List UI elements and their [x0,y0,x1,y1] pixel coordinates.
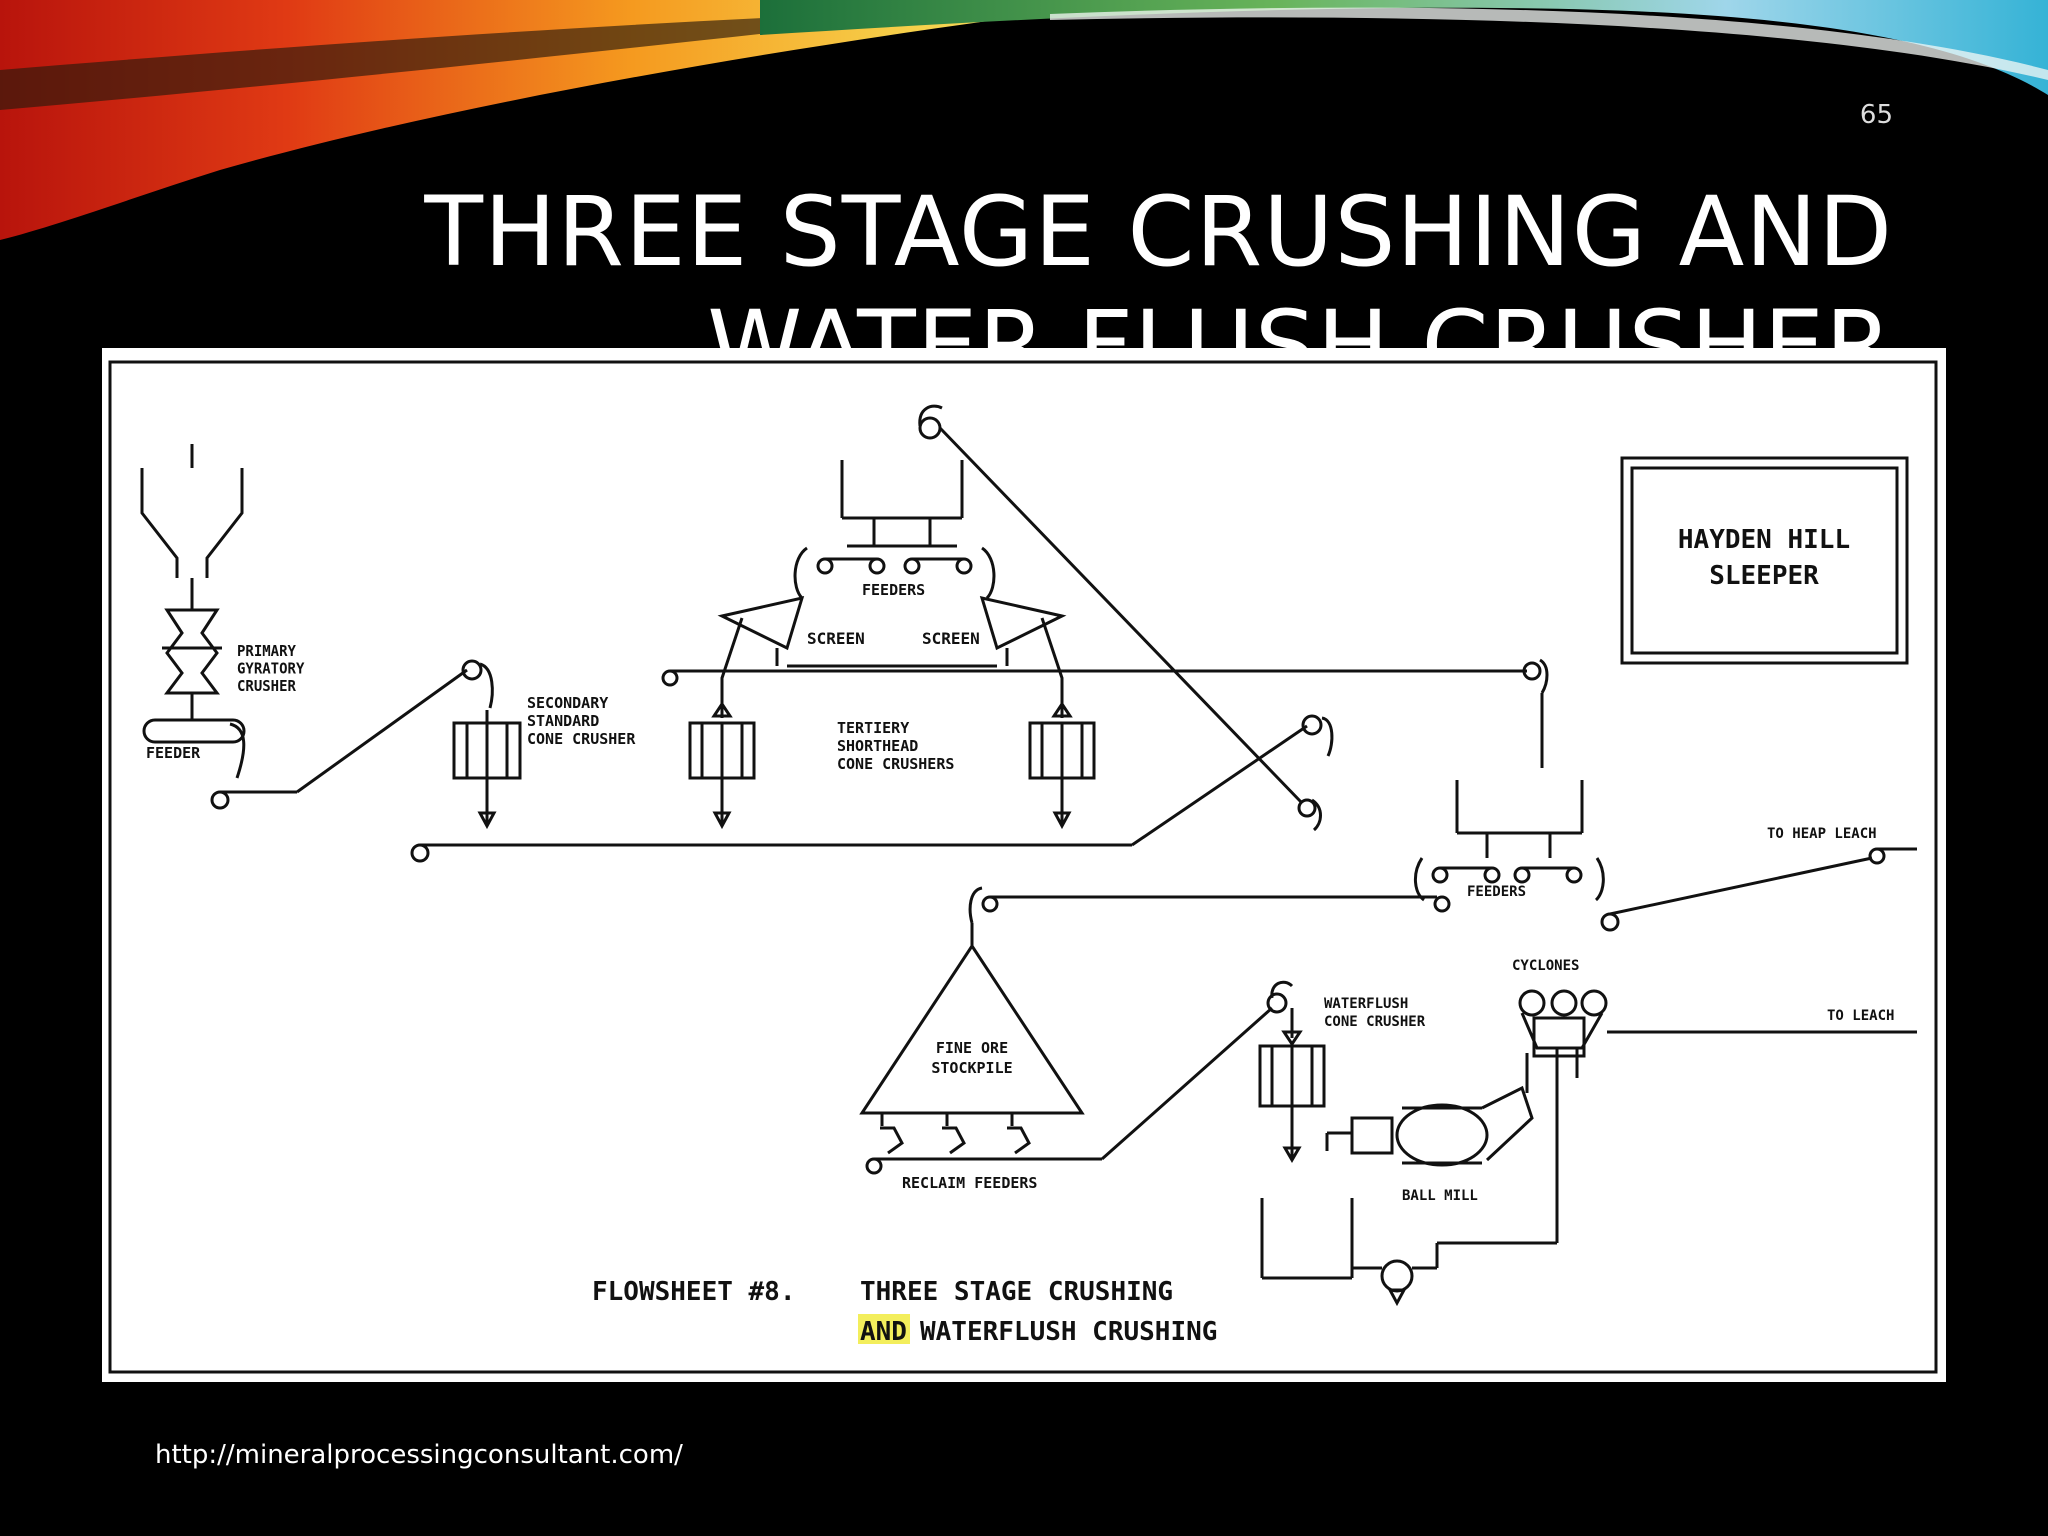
swoosh-dark-line [0,8,1000,110]
conveyor-to-screen-house [918,404,1322,832]
ball-mill-symbol [1325,1053,1534,1167]
label-to-heap-leach: TO HEAP LEACH [1767,826,1877,842]
conveyor-to-screens [410,714,1334,863]
slide-number: 65 [1859,100,1893,130]
caption-highlight [858,1314,910,1344]
decorative-swoosh-banner [0,0,2048,240]
conveyor-to-secondary [210,659,494,810]
swoosh-white-streak [1050,7,2048,80]
label-reclaim-feeders: RECLAIM FEEDERS [902,1174,1037,1192]
secondary-cone-crusher-symbol [452,710,522,830]
hayden-hill-box [1620,456,1909,665]
label-cyclones: CYCLONES [1512,958,1579,974]
label-feeder: FEEDER [146,744,201,762]
label-ball-mill: BALL MILL [1402,1188,1478,1204]
label-to-leach: TO LEACH [1827,1008,1894,1024]
caption-flowsheet-number: FLOWSHEET #8. [592,1277,796,1307]
caption-line-1: THREE STAGE CRUSHING [860,1277,1173,1307]
source-url: http://mineralprocessingconsultant.com/ [155,1440,683,1470]
diagram-frame [108,360,1938,1374]
primary-hopper [140,444,244,610]
primary-gyratory-crusher-symbol [162,608,222,720]
label-screen-right: SCREEN [922,629,980,648]
caption-and: AND [860,1317,907,1347]
cyclones-symbol [1518,989,1608,1078]
fine-ore-bin [1414,780,1605,902]
waterflush-cone-crusher-symbol [1258,1030,1326,1163]
label-feeders-top: FEEDERS [862,581,925,599]
tertiary-crusher-right-symbol [1028,617,1096,830]
caption-line-2: WATERFLUSH CRUSHING [920,1317,1217,1347]
label-feeders-right: FEEDERS [1467,884,1526,900]
screen-house [717,460,1067,668]
swoosh-cool-band [760,0,2048,95]
primary-feeder-symbol [142,718,246,744]
label-screen-left: SCREEN [807,629,865,648]
to-heap-leach-line [1600,847,1917,932]
conveyor-to-stockpile [968,886,1451,946]
tertiary-crusher-left-symbol [688,617,756,830]
sump-and-pump [1260,1048,1559,1307]
fine-ore-stockpile-symbol [859,943,1085,1115]
reclaim-feeders-symbol [865,980,1294,1175]
conveyor-to-fine-ore-bin [661,658,1549,768]
